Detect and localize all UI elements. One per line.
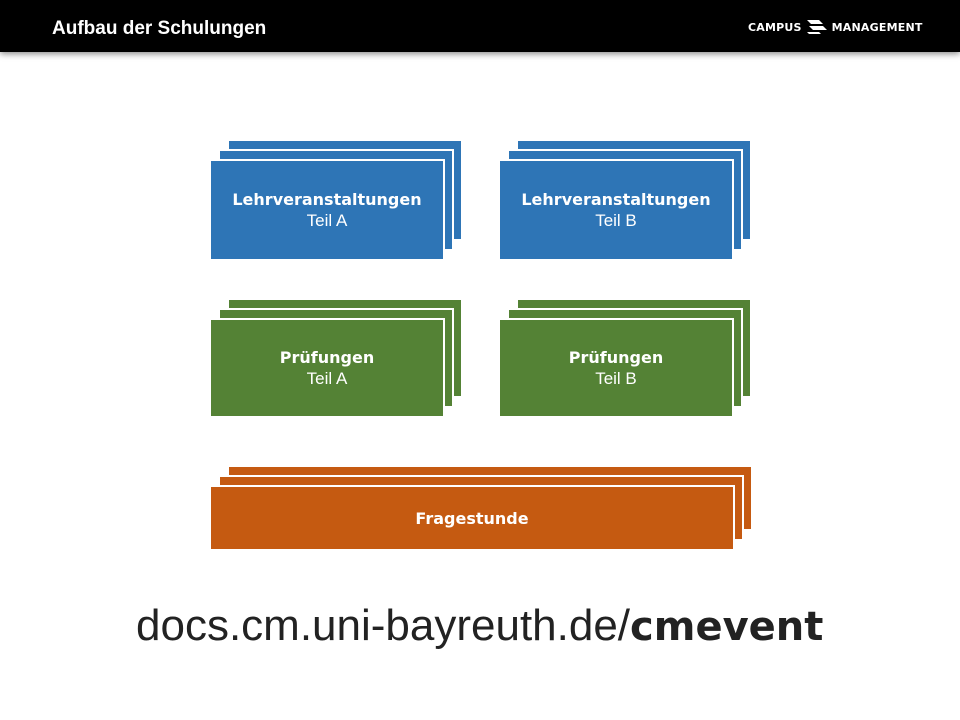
box-pruefungen-teil-b: Prüfungen Teil B	[498, 298, 752, 418]
box-front: Prüfungen Teil A	[209, 318, 445, 418]
box-subtitle: Teil B	[595, 211, 637, 230]
url-path: cmevent	[630, 604, 824, 650]
box-pruefungen-teil-a: Prüfungen Teil A	[209, 298, 463, 418]
logo-text-campus: CAMPUS	[748, 20, 802, 34]
docs-url[interactable]: docs.cm.uni-bayreuth.de/cmevent	[136, 598, 823, 655]
box-title: Lehrveranstaltungen	[232, 190, 422, 209]
header-bar: Aufbau der Schulungen CAMPUS MANAGEMENT	[0, 0, 960, 52]
box-front: Prüfungen Teil B	[498, 318, 734, 418]
logo-text-management: MANAGEMENT	[831, 20, 923, 34]
box-subtitle: Teil B	[595, 369, 637, 388]
logo-mark-icon	[806, 20, 827, 34]
box-subtitle: Teil A	[306, 211, 348, 230]
url-base: docs.cm.uni-bayreuth.de/	[136, 601, 631, 650]
slide-title: Aufbau der Schulungen	[52, 18, 267, 39]
box-front: Lehrveranstaltungen Teil B	[498, 159, 734, 261]
box-title: Prüfungen	[279, 348, 375, 367]
box-front: Lehrveranstaltungen Teil A	[209, 159, 445, 261]
box-title: Prüfungen	[568, 348, 664, 367]
box-subtitle: Teil A	[306, 369, 348, 388]
box-front: Fragestunde	[209, 485, 735, 551]
campus-management-logo: CAMPUS MANAGEMENT	[748, 15, 923, 39]
box-title: Fragestunde	[415, 508, 529, 528]
box-lehrveranstaltungen-teil-a: Lehrveranstaltungen Teil A	[209, 139, 463, 261]
box-fragestunde: Fragestunde	[209, 465, 753, 551]
box-lehrveranstaltungen-teil-b: Lehrveranstaltungen Teil B	[498, 139, 752, 261]
box-title: Lehrveranstaltungen	[521, 190, 711, 209]
